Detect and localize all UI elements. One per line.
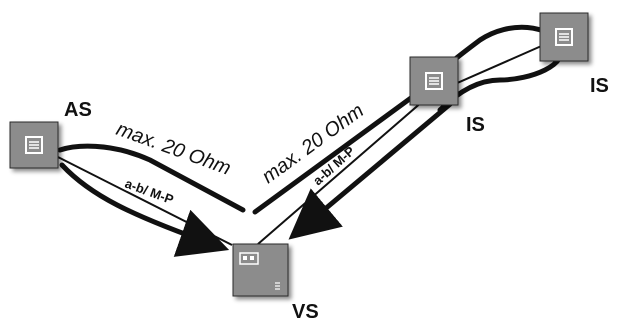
- loop-wire-right-outer: [252, 24, 565, 215]
- as-device[interactable]: [9, 121, 59, 169]
- arrow-left-to-vs: [59, 162, 230, 257]
- as-label: AS: [64, 99, 92, 121]
- is-right-device[interactable]: [539, 12, 589, 62]
- is-mid-label: IS: [466, 114, 485, 136]
- list-device-icon: [555, 28, 573, 46]
- is-mid-device[interactable]: [409, 56, 459, 106]
- control-panel-icon: [239, 252, 280, 290]
- arrow-right-to-vs: [288, 97, 458, 240]
- vs-label: VS: [292, 301, 319, 323]
- list-device-icon: [25, 136, 43, 154]
- list-device-icon: [425, 72, 443, 90]
- vs-device[interactable]: [232, 243, 289, 297]
- is-right-label: IS: [590, 75, 609, 97]
- loop-wire-left: [57, 143, 246, 213]
